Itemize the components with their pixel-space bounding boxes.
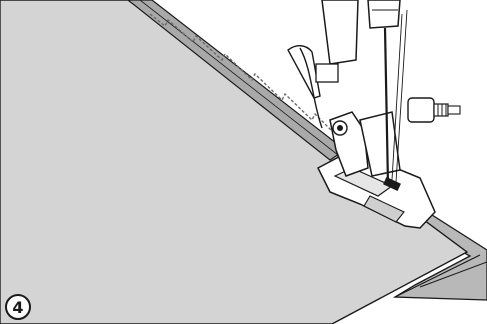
needle-bar-assembly (288, 0, 400, 128)
adjustment-screw (408, 98, 460, 122)
step-number-badge: 4 (5, 294, 31, 320)
